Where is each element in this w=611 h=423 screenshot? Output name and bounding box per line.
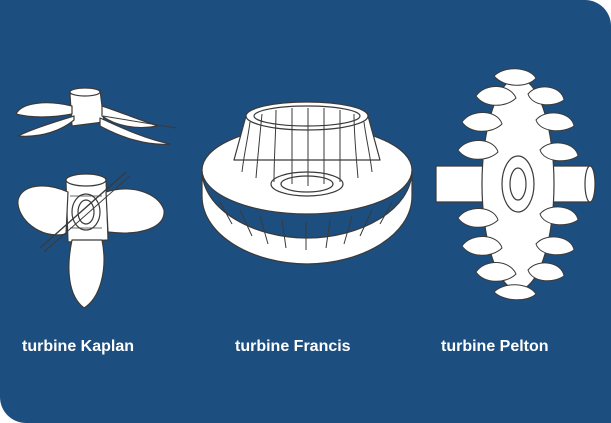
kaplan-turbine-icon xyxy=(8,72,180,312)
kaplan-label: turbine Kaplan xyxy=(22,338,134,356)
pelton-turbine-icon xyxy=(432,66,598,304)
francis-turbine-icon xyxy=(198,98,416,266)
francis-label: turbine Francis xyxy=(235,338,351,356)
pelton-label: turbine Pelton xyxy=(441,338,549,356)
